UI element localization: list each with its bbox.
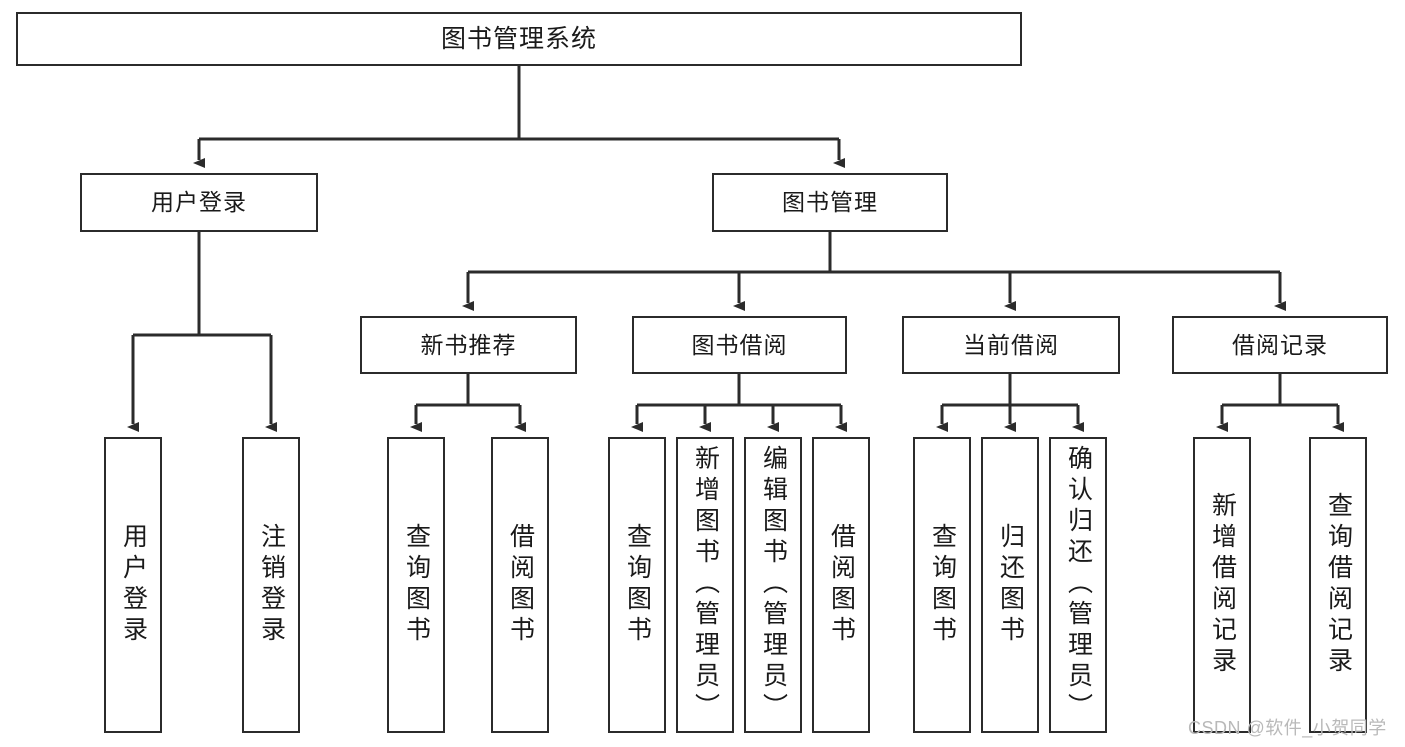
node-book-management[interactable]: 图书管理	[712, 173, 948, 232]
leaf-new-book-query[interactable]: 查询图书	[387, 437, 445, 733]
node-label: 新增图书（管理员）	[691, 445, 720, 724]
leaf-user-login-signin[interactable]: 用户登录	[104, 437, 162, 733]
node-label: 图书借阅	[691, 331, 788, 358]
node-label: 图书管理系统	[440, 24, 597, 53]
leaf-current-query-book[interactable]: 查询图书	[913, 437, 971, 733]
node-current-borrow[interactable]: 当前借阅	[902, 316, 1120, 374]
leaf-user-login-signout[interactable]: 注销登录	[242, 437, 300, 733]
node-borrow-record[interactable]: 借阅记录	[1172, 316, 1388, 374]
leaf-borrow-borrow-book[interactable]: 借阅图书	[812, 437, 870, 733]
node-label: 确认归还（管理员）	[1064, 445, 1093, 724]
node-label: 注销登录	[257, 523, 286, 647]
node-root-book-management-system[interactable]: 图书管理系统	[16, 12, 1022, 66]
node-label: 新书推荐	[420, 331, 517, 358]
node-label: 用户登录	[119, 523, 148, 647]
node-label: 新增借阅记录	[1208, 492, 1237, 678]
node-label: 图书管理	[782, 189, 878, 216]
node-label: 借阅图书	[827, 523, 856, 647]
node-label: 借阅图书	[506, 523, 535, 647]
node-label: 查询借阅记录	[1324, 492, 1353, 678]
node-label: 当前借阅	[963, 331, 1059, 358]
node-label: 归还图书	[996, 523, 1025, 647]
node-label: 编辑图书（管理员）	[759, 445, 788, 724]
watermark-text: CSDN @软件_小贺同学	[1188, 718, 1387, 738]
node-new-book-recommend[interactable]: 新书推荐	[360, 316, 577, 374]
leaf-borrow-edit-book-admin[interactable]: 编辑图书（管理员）	[744, 437, 802, 733]
leaf-current-confirm-return-admin[interactable]: 确认归还（管理员）	[1049, 437, 1107, 733]
node-label: 查询图书	[402, 523, 431, 647]
leaf-new-book-borrow[interactable]: 借阅图书	[491, 437, 549, 733]
node-user-login[interactable]: 用户登录	[80, 173, 318, 232]
leaf-record-query-borrow-record[interactable]: 查询借阅记录	[1309, 437, 1367, 733]
node-label: 查询图书	[928, 523, 957, 647]
leaf-borrow-add-book-admin[interactable]: 新增图书（管理员）	[676, 437, 734, 733]
node-label: 查询图书	[623, 523, 652, 647]
node-label: 用户登录	[151, 189, 247, 216]
node-book-borrow[interactable]: 图书借阅	[632, 316, 847, 374]
leaf-current-return-book[interactable]: 归还图书	[981, 437, 1039, 733]
leaf-record-add-borrow-record[interactable]: 新增借阅记录	[1193, 437, 1251, 733]
node-label: 借阅记录	[1232, 331, 1328, 358]
leaf-borrow-query-book[interactable]: 查询图书	[608, 437, 666, 733]
